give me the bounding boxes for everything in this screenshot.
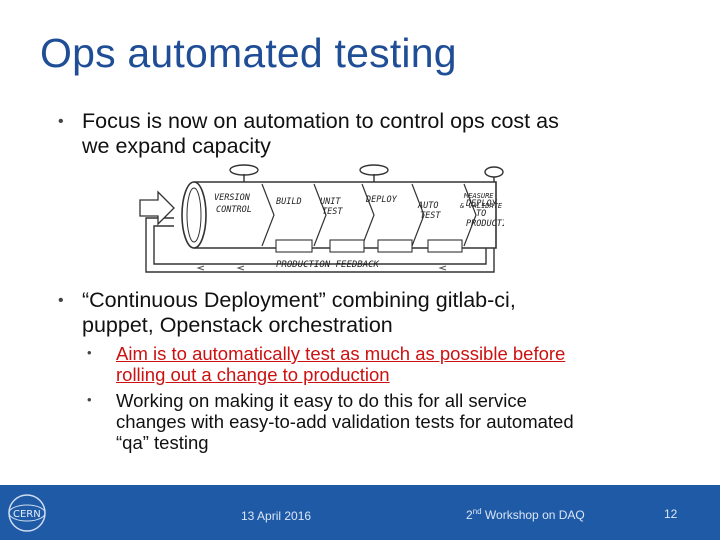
footer-date: 13 April 2016 xyxy=(241,509,312,523)
arrow-icon xyxy=(139,190,175,226)
sub-bullet-2: Working on making it easy to do this for… xyxy=(116,390,574,453)
stage-label: AUTO xyxy=(417,201,438,211)
valve-icon xyxy=(229,164,504,184)
bullet-marker: • xyxy=(58,113,64,130)
page-number: 12 xyxy=(664,507,678,521)
cern-logo-icon: CERN xyxy=(8,494,46,532)
stage-label: CONTROL xyxy=(216,205,252,215)
stage-label: TO xyxy=(476,209,486,219)
sub-bullet-2-line1: Working on making it easy to do this for… xyxy=(116,390,527,411)
stage-label: PRODUCTION xyxy=(466,219,504,229)
sub-bullet-2-line3: “qa” testing xyxy=(116,432,209,453)
sub-bullet-marker: • xyxy=(87,392,92,407)
bullet-1: Focus is now on automation to control op… xyxy=(82,109,559,159)
stage-label: MEASURE xyxy=(463,192,494,200)
bullet-marker: • xyxy=(58,292,64,309)
pipe-body xyxy=(194,181,497,249)
bullet-2-line2: puppet, Openstack orchestration xyxy=(82,313,393,337)
sub-bullet-2-line2: changes with easy-to-add validation test… xyxy=(116,411,574,432)
bullet-2-line1: “Continuous Deployment” combining gitlab… xyxy=(82,288,516,312)
stage-label: DEPLOY xyxy=(465,199,498,209)
footer-event-suffix: Workshop on DAQ xyxy=(481,508,585,522)
slide-title: Ops automated testing xyxy=(40,30,457,76)
sub-bullet-1-line1: Aim is to automatically test as much as … xyxy=(116,343,566,364)
feedback-label: PRODUCTION FEEDBACK xyxy=(276,260,380,270)
bullet-1-line2: we expand capacity xyxy=(82,134,271,158)
feedback-pipe xyxy=(145,217,495,273)
stage-label: BUILD xyxy=(276,197,302,207)
stage-label: DEPLOY xyxy=(365,195,398,205)
stage-label: TEST xyxy=(322,207,343,217)
cern-logo-text: CERN xyxy=(13,509,41,520)
sub-bullet-1: Aim is to automatically test as much as … xyxy=(116,343,565,385)
stage-label: TEST xyxy=(420,211,441,221)
bullet-2: “Continuous Deployment” combining gitlab… xyxy=(82,288,516,338)
footer-event-prefix: 2 xyxy=(466,508,473,522)
footer-event: 2nd Workshop on DAQ xyxy=(466,507,585,522)
bullet-1-line1: Focus is now on automation to control op… xyxy=(82,109,559,133)
pipe-opening xyxy=(181,181,207,249)
sub-bullet-marker: • xyxy=(87,345,92,360)
pipeline-diagram: VERSION CONTROL BUILD UNIT TEST DEPLOY A… xyxy=(139,164,504,273)
stage-label: VERSION xyxy=(214,193,251,203)
footer-event-sup: nd xyxy=(472,507,482,516)
stage-label: & VALIDATE xyxy=(459,202,503,210)
footer-bar: 13 April 2016 2nd Workshop on DAQ 12 xyxy=(0,485,720,540)
stage-label: UNIT xyxy=(320,197,341,207)
sub-bullet-1-line2: rolling out a change to production xyxy=(116,364,390,385)
